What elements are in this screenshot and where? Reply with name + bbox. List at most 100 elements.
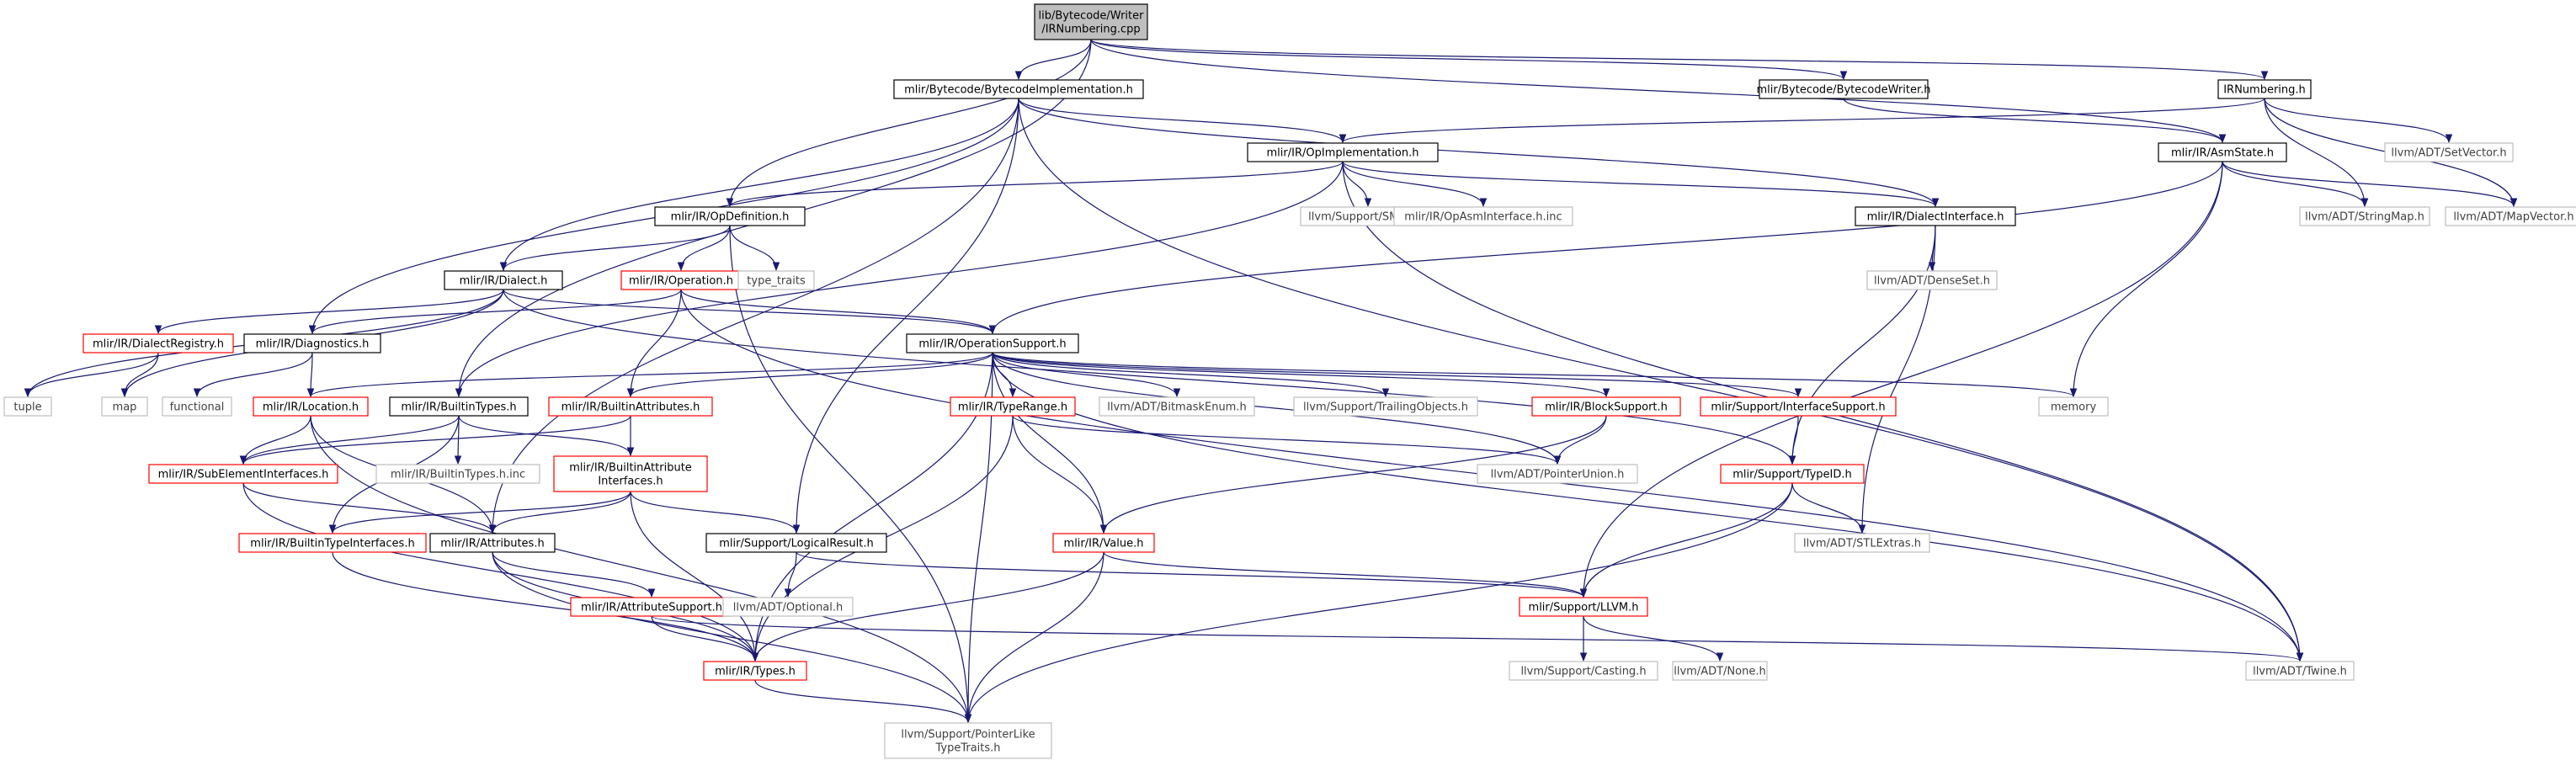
node-opdef[interactable]: mlir/IR/OpDefinition.h bbox=[654, 206, 806, 226]
node-diagnostics[interactable]: mlir/IR/Diagnostics.h bbox=[243, 333, 381, 353]
node-box-map bbox=[101, 396, 148, 417]
node-box-dialectiface[interactable] bbox=[1855, 206, 2016, 226]
node-box-builtinattrs[interactable] bbox=[548, 396, 713, 417]
node-label-builtintypes: mlir/IR/BuiltinTypes.h bbox=[401, 401, 516, 414]
node-builtintypeifaces[interactable]: mlir/IR/BuiltinTypeInterfaces.h bbox=[238, 533, 427, 553]
node-types[interactable]: mlir/IR/Types.h bbox=[703, 661, 807, 681]
edge-attrsupport-to-twine bbox=[651, 615, 2303, 662]
node-box-opsupport[interactable] bbox=[906, 333, 1079, 353]
node-box-dialectreg[interactable] bbox=[82, 333, 234, 353]
edge-bcimpl-to-opimpl bbox=[1018, 98, 1347, 144]
node-box-llvm[interactable] bbox=[1519, 597, 1648, 617]
node-typerange[interactable]: mlir/IR/TypeRange.h bbox=[950, 396, 1076, 417]
node-label-opimpl: mlir/IR/OpImplementation.h bbox=[1267, 147, 1419, 160]
node-dialectreg[interactable]: mlir/IR/DialectRegistry.h bbox=[82, 333, 234, 353]
node-label-map: map bbox=[113, 401, 137, 414]
node-attributes[interactable]: mlir/IR/Attributes.h bbox=[429, 533, 556, 553]
node-box-builtintypes[interactable] bbox=[389, 396, 529, 417]
edge-typerange-to-value bbox=[1012, 415, 1108, 534]
edge-irnum-to-setvector bbox=[2264, 98, 2453, 144]
node-operation[interactable]: mlir/IR/Operation.h bbox=[620, 270, 742, 290]
node-typeid[interactable]: mlir/Support/TypeID.h bbox=[1720, 464, 1865, 484]
node-dialect[interactable]: mlir/IR/Dialect.h bbox=[444, 270, 563, 290]
node-box-typerange[interactable] bbox=[950, 396, 1076, 417]
node-box-typetraits bbox=[737, 270, 815, 290]
edge-opsupport-to-memory bbox=[992, 352, 2077, 398]
edge-operation-to-diagnostics bbox=[308, 289, 682, 335]
node-box-stringmap bbox=[2299, 206, 2430, 226]
node-box-bcimpl[interactable] bbox=[893, 79, 1144, 99]
edge-blocksupport-to-ptrunion bbox=[1553, 415, 1607, 465]
edge-bcwriter-to-asmstate bbox=[1843, 98, 2227, 144]
edge-location-to-subelem bbox=[239, 415, 311, 465]
node-bcwriter[interactable]: mlir/Bytecode/BytecodeWriter.h bbox=[1757, 79, 1931, 99]
node-logicalresult[interactable]: mlir/Support/LogicalResult.h bbox=[705, 533, 887, 553]
node-box-opdef[interactable] bbox=[654, 206, 806, 226]
node-map: map bbox=[101, 396, 148, 417]
node-box-builtinattrifaces[interactable] bbox=[553, 455, 708, 492]
node-box-attributes[interactable] bbox=[429, 533, 556, 553]
node-builtinattrs[interactable]: mlir/IR/BuiltinAttributes.h bbox=[548, 396, 713, 417]
edge-opsupport-to-builtinattrs bbox=[626, 352, 993, 398]
node-box-mapvector bbox=[2445, 206, 2576, 226]
node-builtintypes[interactable]: mlir/IR/BuiltinTypes.h bbox=[389, 396, 529, 417]
node-label-attrsupport: mlir/IR/AttributeSupport.h bbox=[581, 602, 722, 614]
node-attrsupport[interactable]: mlir/IR/AttributeSupport.h bbox=[570, 597, 733, 617]
node-dialectiface[interactable]: mlir/IR/DialectInterface.h bbox=[1855, 206, 2016, 226]
node-box-root[interactable] bbox=[1034, 3, 1148, 40]
edge-bcimpl-to-dialectiface bbox=[1018, 98, 1940, 208]
node-box-blocksupport[interactable] bbox=[1531, 396, 1681, 417]
edge-opimpl-to-opdef bbox=[726, 161, 1344, 208]
node-box-subelem[interactable] bbox=[148, 464, 338, 484]
node-llvm[interactable]: mlir/Support/LLVM.h bbox=[1519, 597, 1648, 617]
node-irnum[interactable]: IRNumbering.h bbox=[2217, 79, 2312, 99]
node-label-diagnostics: mlir/IR/Diagnostics.h bbox=[256, 338, 370, 351]
node-box-bitmask bbox=[1099, 396, 1255, 417]
edge-asmstate-to-memory bbox=[2069, 161, 2223, 398]
node-opsupport[interactable]: mlir/IR/OperationSupport.h bbox=[906, 333, 1079, 353]
edge-opdef-to-typetraits bbox=[729, 225, 780, 272]
edge-asmstate-to-llvm bbox=[1579, 161, 2223, 598]
node-casting: llvm/Support/Casting.h bbox=[1509, 661, 1658, 681]
node-box-ifacesupport[interactable] bbox=[1700, 396, 1897, 417]
node-label-ptrlike: llvm/Support/PointerLike bbox=[901, 729, 1035, 741]
node-box-asmstate[interactable] bbox=[2158, 142, 2287, 162]
edge-logicalresult-to-optional bbox=[784, 551, 797, 598]
node-box-dialect[interactable] bbox=[444, 270, 563, 290]
node-location[interactable]: mlir/IR/Location.h bbox=[253, 396, 369, 417]
node-mapvector: llvm/ADT/MapVector.h bbox=[2445, 206, 2576, 226]
node-box-opimpl[interactable] bbox=[1247, 142, 1439, 162]
node-subelem[interactable]: mlir/IR/SubElementInterfaces.h bbox=[148, 464, 338, 484]
node-label-typerange: mlir/IR/TypeRange.h bbox=[958, 401, 1067, 414]
node-box-typeid[interactable] bbox=[1720, 464, 1865, 484]
edge-bcimpl-to-twine bbox=[1018, 98, 2304, 662]
node-box-irnum[interactable] bbox=[2217, 79, 2312, 99]
node-label-builtinattrifaces: Interfaces.h bbox=[598, 476, 663, 488]
node-box-builtintypeifaces[interactable] bbox=[238, 533, 427, 553]
node-root[interactable]: lib/Bytecode/Writer/IRNumbering.cpp bbox=[1034, 3, 1148, 40]
node-value[interactable]: mlir/IR/Value.h bbox=[1052, 533, 1155, 553]
node-box-none bbox=[1672, 661, 1768, 681]
node-box-types[interactable] bbox=[703, 661, 807, 681]
node-box-bcwriter[interactable] bbox=[1759, 79, 1929, 99]
node-builtintypesinc: mlir/IR/BuiltinTypes.h.inc bbox=[375, 464, 540, 484]
node-opimpl[interactable]: mlir/IR/OpImplementation.h bbox=[1247, 142, 1439, 162]
node-setvector: llvm/ADT/SetVector.h bbox=[2384, 142, 2514, 162]
node-label-ptrlike: TypeTraits.h bbox=[934, 742, 1000, 755]
node-blocksupport[interactable]: mlir/IR/BlockSupport.h bbox=[1531, 396, 1681, 417]
node-label-typeid: mlir/Support/TypeID.h bbox=[1732, 469, 1851, 481]
edge-location-to-ptrlike bbox=[310, 415, 972, 724]
node-box-location[interactable] bbox=[253, 396, 369, 417]
edge-typeid-to-stlextras bbox=[1791, 482, 1866, 534]
node-box-logicalresult[interactable] bbox=[705, 533, 887, 553]
node-asmstate[interactable]: mlir/IR/AsmState.h bbox=[2158, 142, 2287, 162]
node-bcimpl[interactable]: mlir/Bytecode/BytecodeImplementation.h bbox=[893, 79, 1144, 99]
node-box-value[interactable] bbox=[1052, 533, 1155, 553]
node-label-ptrunion: llvm/ADT/PointerUnion.h bbox=[1491, 469, 1625, 481]
edge-builtintypes-to-builtinattrifaces bbox=[458, 415, 635, 457]
node-box-diagnostics[interactable] bbox=[243, 333, 381, 353]
node-ifacesupport[interactable]: mlir/Support/InterfaceSupport.h bbox=[1700, 396, 1897, 417]
edge-dialect-to-typeid bbox=[503, 289, 1796, 465]
